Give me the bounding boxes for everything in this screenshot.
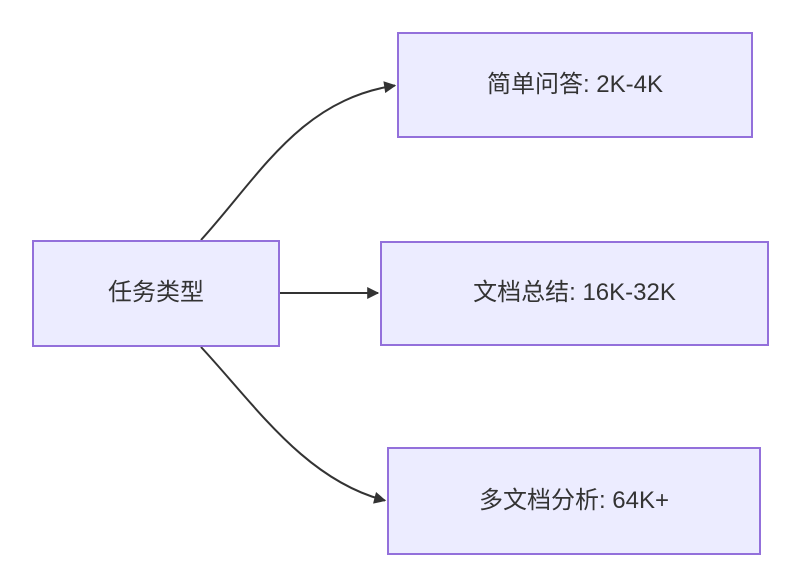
node-doc-summary-label: 文档总结: 16K-32K: [473, 279, 676, 307]
node-doc-summary: 文档总结: 16K-32K: [380, 241, 769, 346]
edge-task-to-simple-qa: [200, 81, 397, 241]
node-simple-qa: 简单问答: 2K-4K: [397, 32, 753, 138]
node-multi-doc-analysis-label: 多文档分析: 64K+: [478, 486, 670, 514]
node-task-type: 任务类型: [32, 240, 280, 347]
node-simple-qa-label: 简单问答: 2K-4K: [486, 70, 664, 98]
node-task-type-label: 任务类型: [108, 279, 204, 307]
node-multi-doc-analysis: 多文档分析: 64K+: [387, 447, 761, 555]
edge-task-to-multi-doc: [200, 346, 387, 504]
